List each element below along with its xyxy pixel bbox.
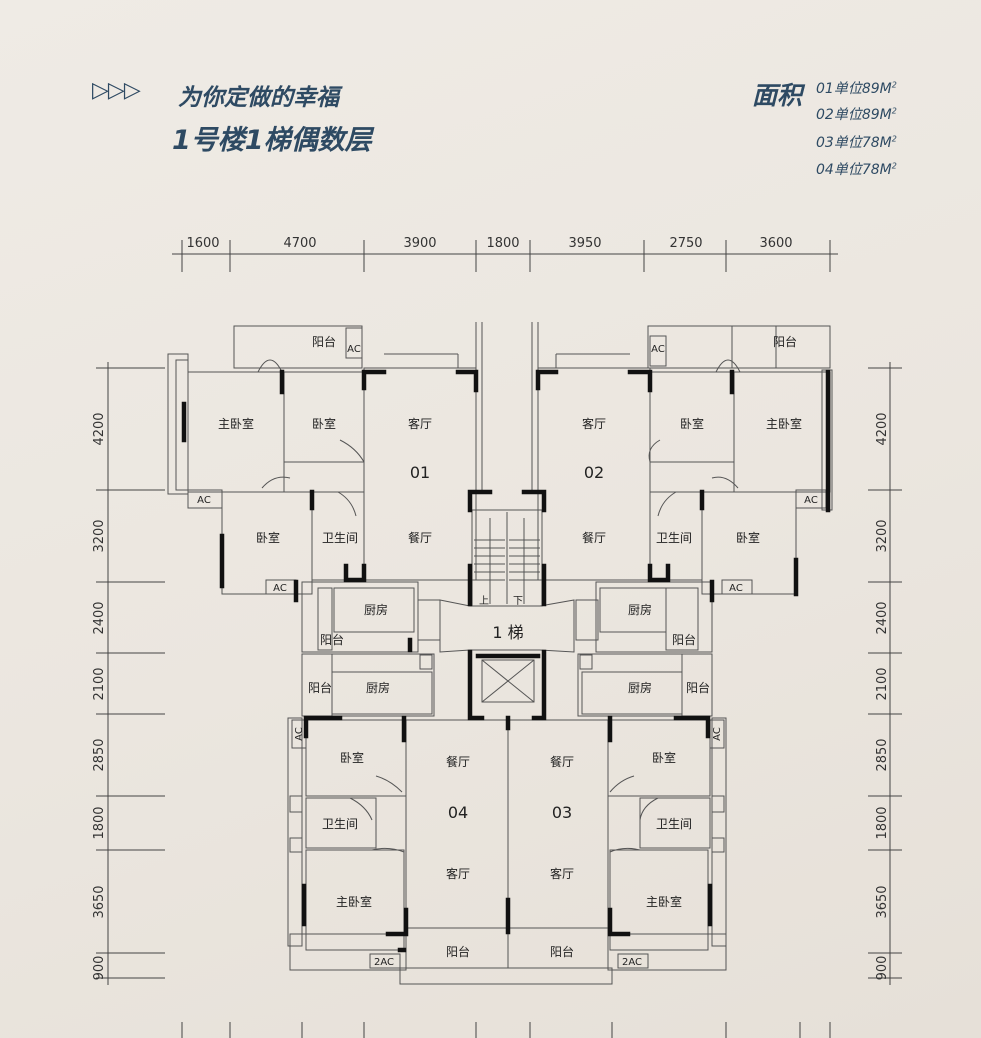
u02-balcony2-label: 阳台 (672, 632, 696, 647)
u01-dining-label: 餐厅 (408, 530, 432, 545)
top-dim-1: 1600 (186, 236, 219, 251)
left-dim-6: 1800 (92, 806, 107, 839)
slogan-heading: 为你定做的幸福 (178, 85, 339, 111)
right-dimension-chain (868, 362, 902, 985)
left-dimension-chain (96, 362, 165, 985)
u01-balcony-label: 阳台 (312, 334, 336, 349)
u01-bedroom2-label: 卧室 (256, 530, 280, 545)
decorative-arrows: ▷▷▷ (92, 78, 141, 103)
top-dim-6: 2750 (669, 236, 702, 251)
left-dim-3: 2400 (92, 601, 107, 634)
area-unit-01: 01单位89M2 (816, 80, 897, 97)
top-dimension-chain (172, 240, 838, 272)
left-dim-7: 3650 (92, 885, 107, 918)
u01-unit-number: 01 (410, 463, 430, 482)
u03-balcony2-label: 阳台 (686, 680, 710, 695)
u04-master-label: 主卧室 (336, 894, 372, 909)
ac-tag: AC (347, 344, 361, 355)
u03-dining-label: 餐厅 (550, 754, 574, 769)
u04-unit-number: 04 (448, 803, 468, 822)
ac-tag-double: 2AC (374, 957, 394, 968)
left-dim-2: 3200 (92, 519, 107, 552)
left-dim-8: 900 (92, 956, 107, 981)
stair-label: 1 梯 (492, 623, 523, 642)
u04-kitchen-label: 厨房 (366, 680, 390, 695)
u02-unit-number: 02 (584, 463, 604, 482)
bottom-ticks (181, 1022, 831, 1038)
ac-tag: AC (651, 344, 665, 355)
top-dim-5: 3950 (568, 236, 601, 251)
top-dim-7: 3600 (759, 236, 792, 251)
plan-outlines (167, 322, 833, 985)
ac-tag: AC (197, 495, 211, 506)
structural-walls (181, 369, 831, 953)
right-dim-8: 900 (875, 956, 890, 981)
right-dim-3: 2400 (875, 601, 890, 634)
u02-bath-label: 卫生间 (656, 531, 692, 545)
left-dim-5: 2850 (92, 738, 107, 771)
u02-master-label: 主卧室 (766, 416, 802, 431)
u03-bath-label: 卫生间 (656, 817, 692, 831)
u04-dining-label: 餐厅 (446, 754, 470, 769)
u03-unit-number: 03 (552, 803, 572, 822)
stair-down-label: 下 (513, 596, 523, 607)
u03-balcony-label: 阳台 (550, 944, 574, 959)
u02-kitchen-label: 厨房 (628, 602, 652, 617)
top-dim-3: 3900 (403, 236, 436, 251)
top-dim-2: 4700 (283, 236, 316, 251)
u02-bedroom2-label: 卧室 (736, 530, 760, 545)
area-label: 面积 (752, 81, 803, 110)
u01-living-label: 客厅 (408, 416, 432, 431)
right-dim-1: 4200 (875, 412, 890, 445)
u03-master-label: 主卧室 (646, 894, 682, 909)
u04-bedroom-label: 卧室 (340, 750, 364, 765)
area-unit-03: 03单位78M2 (816, 134, 897, 151)
u03-living-label: 客厅 (550, 866, 574, 881)
u02-bedroom1-label: 卧室 (680, 416, 704, 431)
u01-master-label: 主卧室 (218, 416, 254, 431)
ac-tag: AC (712, 727, 723, 741)
ac-tag: AC (729, 583, 743, 594)
u04-living-label: 客厅 (446, 866, 470, 881)
stair-up-label: 上 (479, 595, 489, 607)
u01-bath-label: 卫生间 (322, 531, 358, 545)
u01-kitchen-label: 厨房 (364, 602, 388, 617)
ac-tag-double: 2AC (622, 957, 642, 968)
right-dim-5: 2850 (875, 738, 890, 771)
floor-plan-title: 1号楼1梯偶数层 (172, 125, 372, 156)
u01-bedroom1-label: 卧室 (312, 416, 336, 431)
ac-tag: AC (273, 583, 287, 594)
u04-bath-label: 卫生间 (322, 817, 358, 831)
u03-bedroom-label: 卧室 (652, 750, 676, 765)
left-dim-1: 4200 (92, 412, 107, 445)
ac-tag: AC (804, 495, 818, 506)
u04-balcony-label: 阳台 (446, 944, 470, 959)
left-dim-4: 2100 (92, 667, 107, 700)
u01-balcony2-label: 阳台 (320, 632, 344, 647)
u02-dining-label: 餐厅 (582, 530, 606, 545)
u02-living-label: 客厅 (582, 416, 606, 431)
right-dim-6: 1800 (875, 806, 890, 839)
u04-balcony2-label: 阳台 (308, 680, 332, 695)
right-dim-4: 2100 (875, 667, 890, 700)
area-unit-02: 02单位89M2 (816, 106, 897, 123)
ac-tag: AC (294, 727, 305, 741)
u03-kitchen-label: 厨房 (628, 680, 652, 695)
u02-balcony-label: 阳台 (773, 334, 797, 349)
area-unit-04: 04单位78M2 (816, 161, 897, 178)
right-dim-2: 3200 (875, 519, 890, 552)
right-dim-7: 3650 (875, 885, 890, 918)
top-dim-4: 1800 (486, 236, 519, 251)
